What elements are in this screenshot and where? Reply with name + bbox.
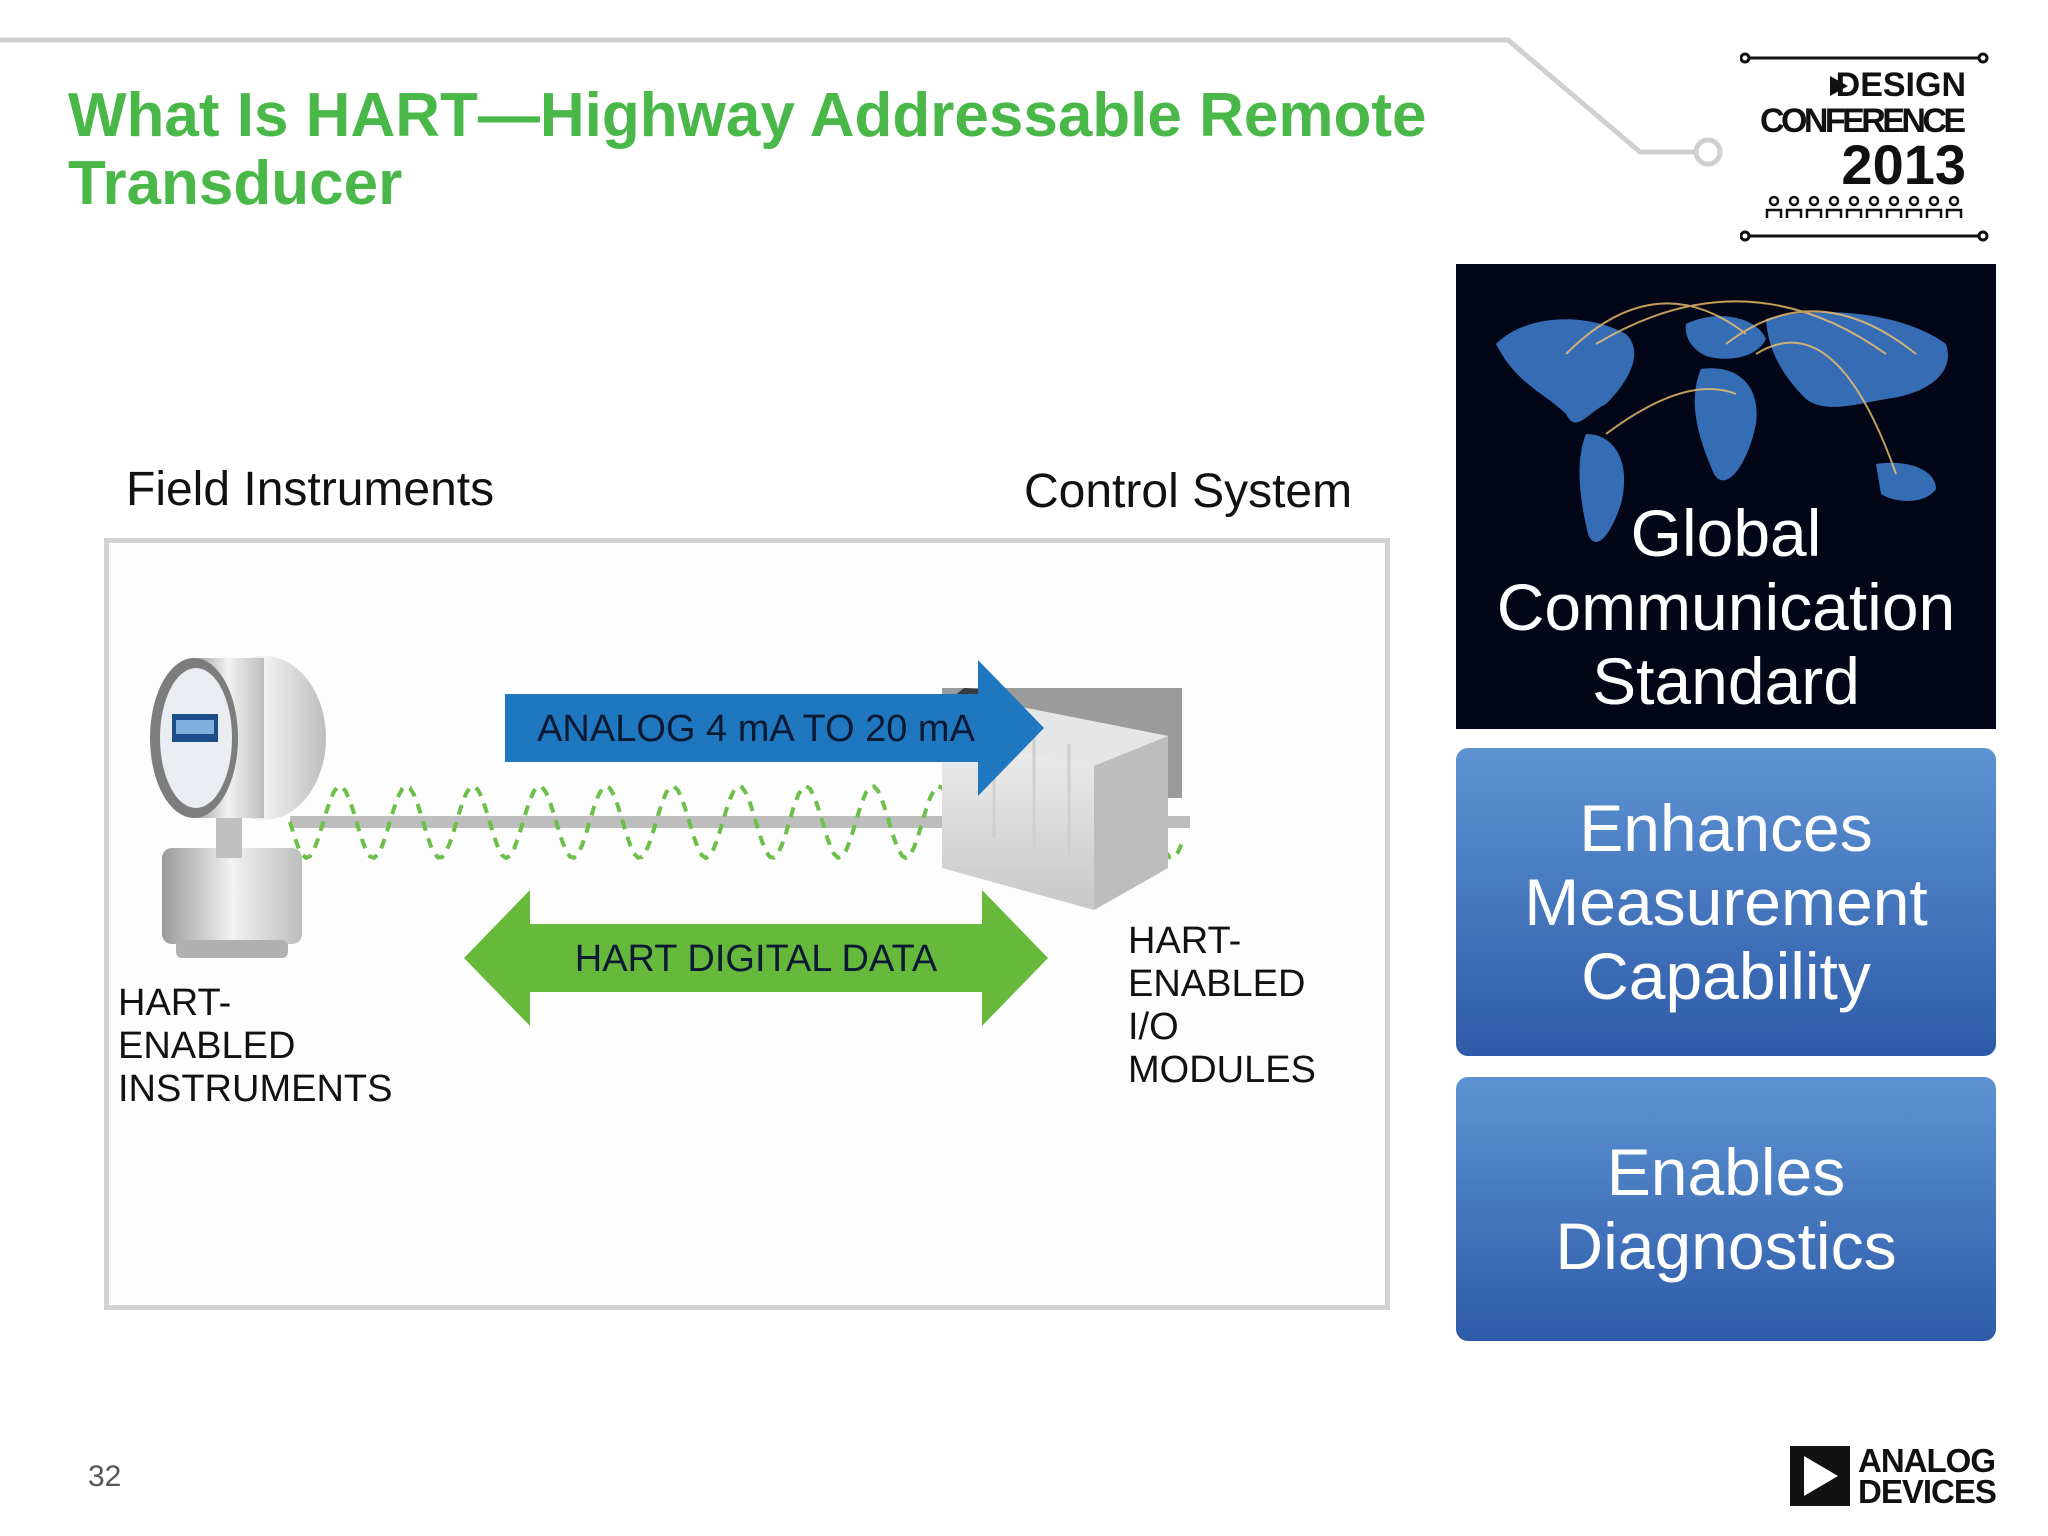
people-row-icon xyxy=(1765,195,1963,218)
io-caption-line: ENABLED xyxy=(1128,963,1306,1005)
io-caption-line: MODULES xyxy=(1128,1049,1316,1091)
adi-logo-line: ANALOG xyxy=(1858,1442,1996,1479)
world-map-icon xyxy=(1496,300,1948,543)
measurement-panel-text: Enhances Measurement Capability xyxy=(1524,791,1928,1013)
design-conference-logo: DESIGN CONFERENCE 2013 xyxy=(1740,52,1989,242)
io-modules-caption: HART- ENABLED I/O MODULES xyxy=(1128,920,1316,1092)
logo-year: 2013 xyxy=(1841,133,1966,196)
adi-logo-line: DEVICES xyxy=(1858,1473,1997,1510)
panel-line: Measurement xyxy=(1524,865,1928,939)
slide-title: What Is HART—Highway Addressable Remote … xyxy=(68,81,1427,218)
panel-line: Standard xyxy=(1592,643,1860,718)
logo-line2: CONFERENCE xyxy=(1760,102,1966,140)
diagnostics-panel-text: Enables Diagnostics xyxy=(1555,1135,1896,1283)
io-caption-line: I/O xyxy=(1128,1006,1179,1048)
adi-logo-text: ANALOG DEVICES xyxy=(1858,1442,1997,1510)
measurement-panel: Enhances Measurement Capability xyxy=(1456,748,1996,1056)
instruments-caption-line: HART- xyxy=(118,982,232,1024)
instruments-caption-line: INSTRUMENTS xyxy=(118,1068,393,1110)
panel-line: Enables xyxy=(1606,1135,1846,1209)
analog-devices-logo: ANALOG DEVICES xyxy=(1790,1442,1997,1510)
instruments-caption: HART- ENABLED INSTRUMENTS xyxy=(118,982,392,1111)
field-instrument-icon xyxy=(150,656,326,958)
panel-line: Capability xyxy=(1581,939,1871,1013)
analog-arrow: ANALOG 4 mA TO 20 mA xyxy=(505,660,1044,796)
adi-triangle-icon xyxy=(1790,1446,1850,1506)
panel-line: Global xyxy=(1630,495,1822,570)
io-caption-line: HART- xyxy=(1128,920,1242,962)
instruments-caption-line: ENABLED xyxy=(118,1025,296,1067)
header-circuit-line xyxy=(0,37,1723,167)
logo-line1: DESIGN xyxy=(1836,66,1966,104)
digital-arrow-label: HART DIGITAL DATA xyxy=(575,938,938,980)
global-standard-panel: Global Communication Standard xyxy=(1456,264,1996,729)
hart-diagram: ANALOG 4 mA TO 20 mA HART DIGITAL DATA xyxy=(150,656,1190,1026)
control-system-heading: Control System xyxy=(1024,465,1353,518)
global-panel-text: Global Communication Standard xyxy=(1497,496,1956,718)
panel-line: Diagnostics xyxy=(1555,1209,1897,1283)
analog-arrow-label: ANALOG 4 mA TO 20 mA xyxy=(537,708,976,750)
panel-line: Communication xyxy=(1496,569,1956,644)
field-instruments-heading: Field Instruments xyxy=(126,463,495,516)
digital-arrow: HART DIGITAL DATA xyxy=(464,890,1048,1026)
page-number: 32 xyxy=(88,1460,122,1493)
panel-line: Enhances xyxy=(1579,791,1873,865)
diagnostics-panel: Enables Diagnostics xyxy=(1456,1077,1996,1341)
